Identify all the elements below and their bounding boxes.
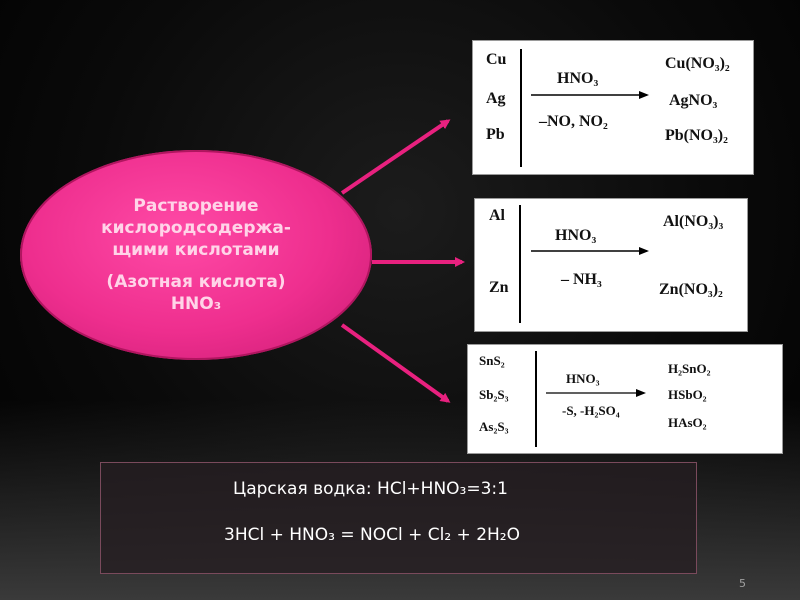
ellipse-subtitle: (Азотная кислота)	[106, 272, 286, 292]
aqua-regia-ratio: Царская водка: HCl+HNO₃=3:1	[233, 479, 508, 499]
metal-al: Al	[489, 207, 505, 224]
ellipse-formula: HNO₃	[170, 294, 222, 314]
aqua-regia-equation: 3HCl + HNO₃ = NOCl + Cl₂ + 2H₂O	[224, 525, 520, 545]
central-ellipse: Растворение кислородсодержа- щими кислот…	[20, 150, 372, 360]
product-pb: Pb(NO₃)₂	[665, 127, 728, 144]
byproducts-label: –NO, NO₂	[539, 113, 608, 130]
reagent-label: HNO₃	[557, 70, 599, 87]
reaction-box-cu-ag-pb: Cu Ag Pb HNO₃ –NO, NO₂ Cu(NO₃)₂ AgNO₃ Pb…	[472, 40, 754, 175]
reagent-label: HNO₃	[566, 371, 600, 386]
metal-pb: Pb	[486, 126, 505, 143]
reaction-arrow	[531, 247, 649, 255]
product-ag: AgNO₃	[669, 92, 718, 109]
byproducts-label: -S, -H₂SO₄	[562, 403, 620, 418]
slide-number: 5	[739, 577, 746, 590]
product-haso2: HAsO₂	[668, 415, 707, 430]
ellipse-title-line3: щими кислотами	[112, 240, 280, 260]
ellipse-title-line1: Растворение	[133, 196, 259, 216]
substance-sb2s3: Sb₂S₃	[479, 387, 509, 402]
reagent-label: HNO₃	[555, 227, 597, 244]
product-zn: Zn(NO₃)₂	[659, 281, 723, 298]
product-hsbo2: HSbO₂	[668, 387, 707, 402]
product-h2sno2: H₂SnO₂	[668, 361, 711, 376]
metal-ag: Ag	[486, 90, 506, 107]
arrow-to-box3	[340, 323, 451, 403]
metal-zn: Zn	[489, 279, 509, 296]
reaction-arrow	[546, 389, 646, 397]
product-al: Al(NO₃)₃	[663, 213, 724, 230]
substance-as2s3: As₂S₃	[479, 419, 509, 434]
byproducts-label: – NH₃	[561, 271, 602, 288]
reaction-arrow	[531, 91, 649, 99]
product-cu: Cu(NO₃)₂	[665, 55, 730, 72]
reaction-box-al-zn: Al Zn HNO₃ – NH₃ Al(NO₃)₃ Zn(NO₃)₂	[474, 198, 748, 332]
substance-sns2: SnS₂	[479, 353, 505, 368]
metal-cu: Cu	[486, 51, 507, 68]
ellipse-title-line2: кислородсодержа-	[101, 218, 291, 238]
arrow-to-box1	[340, 119, 451, 195]
reaction-box-sulfides: SnS₂ Sb₂S₃ As₂S₃ HNO₃ -S, -H₂SO₄ H₂SnO₂ …	[467, 344, 783, 454]
aqua-regia-note: Царская водка: HCl+HNO₃=3:1 3HCl + HNO₃ …	[100, 462, 697, 574]
